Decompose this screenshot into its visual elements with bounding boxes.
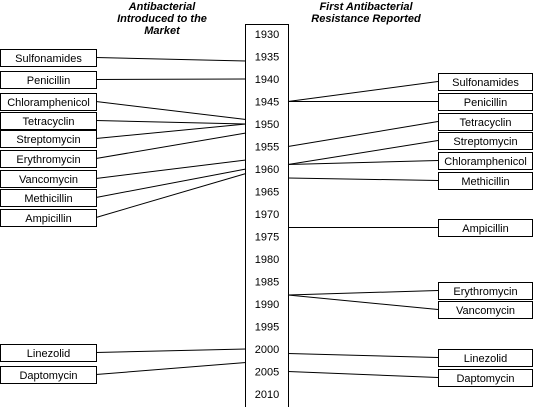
introduced-connector	[95, 362, 247, 375]
left-header-line-2: Introduced to the	[117, 13, 207, 25]
introduced-connector	[95, 120, 247, 125]
introduced-box	[0, 150, 97, 168]
year-label: 1960	[255, 164, 279, 176]
left-header-line-1: Antibacterial	[128, 1, 197, 13]
introduced-label: Methicillin	[24, 193, 72, 205]
introduced-label: Ampicillin	[25, 213, 71, 225]
resistance-box	[438, 132, 533, 150]
resistance-label: Streptomycin	[453, 136, 517, 148]
introduced-label: Erythromycin	[16, 154, 80, 166]
year-label: 1995	[255, 322, 279, 334]
year-label: 1990	[255, 299, 279, 311]
resistance-box	[438, 282, 533, 300]
introduced-connector	[95, 57, 247, 62]
resistance-label: Tetracyclin	[460, 117, 512, 129]
timeline-years: 1930 1935 1940 1945 1950 1955 1960 1965 1970 1975…	[255, 29, 279, 401]
year-label: 1935	[255, 52, 279, 64]
year-label: 1945	[255, 97, 279, 109]
introduced-connector	[95, 348, 247, 353]
year-label: 2000	[255, 344, 279, 356]
year-label: 1930	[255, 29, 279, 41]
resistance-label: Vancomycin	[456, 305, 515, 317]
resistance-box	[438, 73, 533, 91]
year-label: 1940	[255, 74, 279, 86]
resistance-label: Erythromycin	[453, 286, 517, 298]
resistance-column: SulfonamidesPenicillinTetracyclinStrepto…	[438, 73, 533, 387]
year-label: 1955	[255, 142, 279, 154]
resistance-box	[438, 93, 533, 111]
introduced-column: SulfonamidesPenicillinChloramphenicolTet…	[0, 49, 97, 384]
resistance-connector	[287, 121, 439, 147]
introduced-label: Linezolid	[27, 348, 70, 360]
resistance-connector	[287, 353, 439, 358]
right-header-line-2: Resistance Reported	[311, 13, 421, 25]
resistance-connector	[287, 290, 439, 296]
introduced-label: Penicillin	[27, 75, 70, 87]
year-label: 1975	[255, 232, 279, 244]
resistance-label: Penicillin	[464, 97, 507, 109]
resistance-box	[438, 349, 533, 367]
left-header-line-3: Market	[144, 25, 181, 37]
introduced-box	[0, 189, 97, 207]
resistance-box	[438, 219, 533, 237]
introduced-label: Chloramphenicol	[7, 97, 90, 109]
right-header-line-1: First Antibacterial	[319, 1, 413, 13]
introduced-connector	[95, 78, 247, 80]
introduced-connector	[95, 101, 247, 120]
resistance-connector	[287, 371, 439, 378]
resistance-label: Ampicillin	[462, 223, 508, 235]
year-label: 1970	[255, 209, 279, 221]
introduced-box	[0, 209, 97, 227]
resistance-connector	[287, 160, 439, 165]
resistance-box	[438, 301, 533, 319]
introduced-box	[0, 49, 97, 67]
resistance-label: Linezolid	[464, 353, 507, 365]
introduced-label: Sulfonamides	[15, 53, 82, 65]
year-label: 1980	[255, 254, 279, 266]
resistance-label: Methicillin	[461, 176, 509, 188]
resistance-label: Daptomycin	[456, 373, 514, 385]
introduced-connector	[95, 123, 247, 139]
resistance-label: Chloramphenicol	[444, 156, 527, 168]
introduced-label: Tetracyclin	[23, 116, 75, 128]
resistance-box	[438, 152, 533, 170]
introduced-box	[0, 71, 97, 89]
introduced-box	[0, 130, 97, 148]
resistance-box	[438, 369, 533, 387]
year-label: 2010	[255, 389, 279, 401]
year-label: 1965	[255, 187, 279, 199]
resistance-label: Sulfonamides	[452, 77, 519, 89]
resistance-connector	[287, 140, 439, 165]
left-header: Antibacterial Introduced to the Market	[117, 1, 207, 37]
resistance-connector	[287, 177, 439, 181]
introduced-connector	[95, 132, 247, 159]
resistance-box	[438, 172, 533, 190]
right-header: First Antibacterial Resistance Reported	[311, 1, 421, 25]
introduced-box	[0, 93, 97, 111]
connector-lines	[95, 57, 439, 378]
introduced-box	[0, 112, 97, 130]
resistance-connector	[287, 294, 439, 310]
year-label: 2005	[255, 367, 279, 379]
introduced-connector	[95, 168, 247, 198]
resistance-connector	[287, 81, 439, 102]
timeline-bar	[245, 24, 289, 407]
introduced-box	[0, 366, 97, 384]
introduced-label: Daptomycin	[19, 370, 77, 382]
resistance-box	[438, 113, 533, 131]
year-label: 1985	[255, 277, 279, 289]
introduced-box	[0, 170, 97, 188]
introduced-connector	[95, 159, 247, 179]
introduced-box	[0, 344, 97, 362]
introduced-label: Vancomycin	[19, 174, 78, 186]
introduced-connector	[95, 173, 247, 218]
year-label: 1950	[255, 119, 279, 131]
introduced-label: Streptomycin	[16, 134, 80, 146]
